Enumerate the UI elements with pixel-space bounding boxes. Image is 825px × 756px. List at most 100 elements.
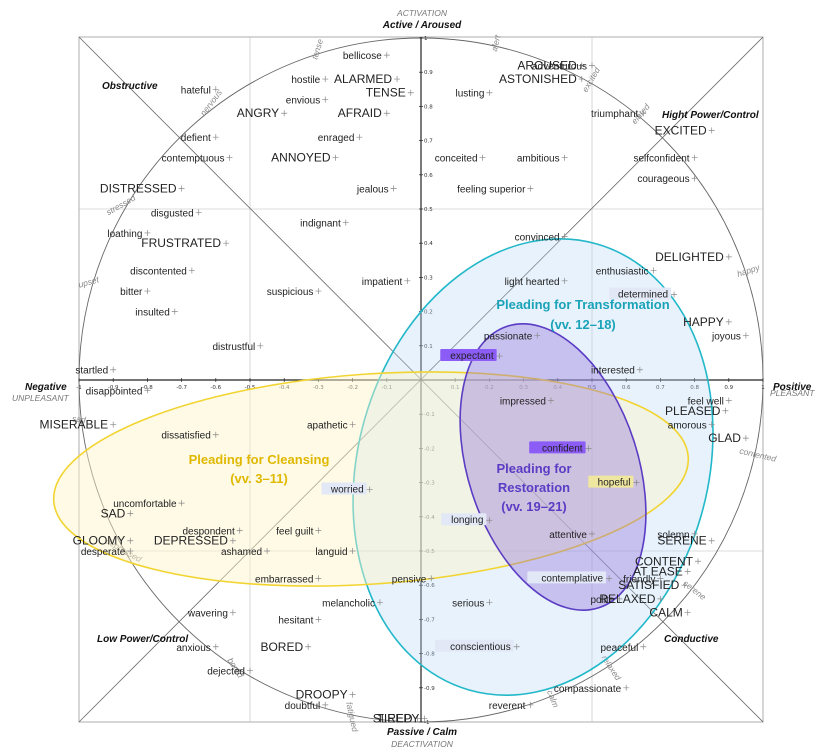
emotion-word: ALARMED [334, 72, 392, 86]
emotion-word: HAPPY [683, 315, 724, 329]
word-marker [229, 609, 236, 616]
emotion-word: dissatisfied [161, 431, 210, 442]
word-marker [356, 134, 363, 141]
word-marker [315, 575, 322, 582]
word-marker [496, 353, 503, 360]
emotion-word: bellicose [343, 51, 382, 62]
emotion-word: friendly [623, 574, 655, 585]
highlighted-word: hopeful [598, 478, 631, 489]
region-label: Pleading for Transformation [496, 297, 669, 312]
emotion-word: conceited [435, 154, 478, 165]
axis-label-layer: ACTIVATION Active / Aroused Passive / Ca… [12, 8, 815, 749]
word-marker [722, 407, 729, 414]
word-marker [527, 701, 534, 708]
emotion-word: GLOOMY [73, 534, 126, 548]
emotion-word: hateful [181, 85, 211, 96]
word-marker [144, 288, 151, 295]
emotion-word: disappointed [86, 386, 143, 397]
emotion-word: apathetic [307, 420, 348, 431]
emotion-word: DELIGHTED [655, 250, 724, 264]
word-marker [383, 110, 390, 117]
word-marker [414, 715, 421, 722]
word-marker [691, 530, 698, 537]
region-verses: (vv. 19–21) [501, 499, 567, 514]
highlighted-word: expectant [450, 351, 494, 362]
word-marker [322, 76, 329, 83]
word-marker [547, 397, 554, 404]
word-marker [578, 62, 585, 69]
emotion-word: light hearted [505, 277, 560, 288]
emotion-word: TENSE [366, 86, 406, 100]
corner-bottom-right-label: Conductive [664, 634, 719, 645]
y-tick-label: -0.4 [424, 515, 435, 521]
region-ellipse [52, 371, 690, 587]
word-marker [127, 537, 134, 544]
x-tick-label: -0.3 [313, 385, 324, 391]
word-marker [236, 527, 243, 534]
emotion-word: despondent [182, 526, 234, 537]
word-marker [708, 421, 715, 428]
highlighted-word: worried [330, 484, 364, 495]
emotion-word: ASTONISHED [499, 72, 577, 86]
emotion-word: lusting [455, 89, 484, 100]
word-marker [671, 291, 678, 298]
emotion-word: convinced [515, 232, 560, 243]
emotion-word: SAD [101, 506, 126, 520]
emotion-word: distrustful [212, 342, 255, 353]
emotion-word: suspicious [267, 287, 314, 298]
region-label: Pleading for Cleansing [189, 452, 330, 467]
word-marker [578, 76, 585, 83]
y-tick-label: -0.3 [424, 481, 435, 487]
diagonal-descriptor-label: contented [739, 446, 778, 464]
emotion-word: envious [286, 96, 320, 107]
emotion-word: reverent [489, 701, 526, 712]
emotion-word: BORED [260, 640, 303, 654]
emotion-word: AFRAID [338, 106, 382, 120]
word-marker [332, 154, 339, 161]
word-marker [616, 595, 623, 602]
emotion-word: triumphant [591, 109, 638, 120]
word-marker [171, 308, 178, 315]
emotion-word: amorous [668, 420, 707, 431]
word-marker [486, 517, 493, 524]
word-marker [650, 267, 657, 274]
diagonal-descriptor-label: serene [681, 578, 708, 602]
emotion-word: SERENE [657, 534, 706, 548]
highlight-box [609, 287, 672, 300]
emotion-word: disgusted [151, 208, 194, 219]
emotion-word: insulted [135, 308, 169, 319]
emotion-word: adventurous [532, 61, 587, 72]
emotion-word: defient [181, 133, 211, 144]
emotion-word: startled [75, 366, 108, 377]
word-marker [264, 548, 271, 554]
highlight-box [527, 571, 607, 584]
emotion-word: hesitant [278, 615, 313, 626]
highlight-box [321, 482, 367, 495]
word-marker [212, 643, 219, 650]
word-marker [349, 548, 356, 554]
emotion-word: SLEEPY [373, 712, 420, 726]
x-tick-label: -0.5 [245, 385, 256, 391]
word-marker [404, 277, 411, 284]
emotion-word: indignant [300, 219, 341, 230]
word-marker [428, 575, 435, 582]
word-marker [725, 397, 732, 404]
emotion-word: DEPRESSED [154, 534, 228, 548]
word-marker [534, 332, 541, 339]
x-tick-label: 0.4 [553, 385, 562, 391]
region-label: Pleading for [496, 461, 571, 476]
word-marker [623, 684, 630, 691]
word-marker [212, 86, 219, 93]
y-tick-label: 0.9 [424, 70, 433, 76]
emotion-word: discontented [130, 267, 187, 278]
axis-top-small-label: ACTIVATION [396, 8, 448, 18]
word-marker [684, 609, 691, 616]
emotion-word: feeling superior [457, 184, 526, 195]
highlighted-word: longing [451, 515, 483, 526]
emotion-word: ambitious [517, 154, 560, 165]
emotion-word: feel well [688, 397, 724, 408]
word-marker [342, 219, 349, 226]
emotion-word: jealous [356, 184, 389, 195]
word-marker [708, 537, 715, 544]
